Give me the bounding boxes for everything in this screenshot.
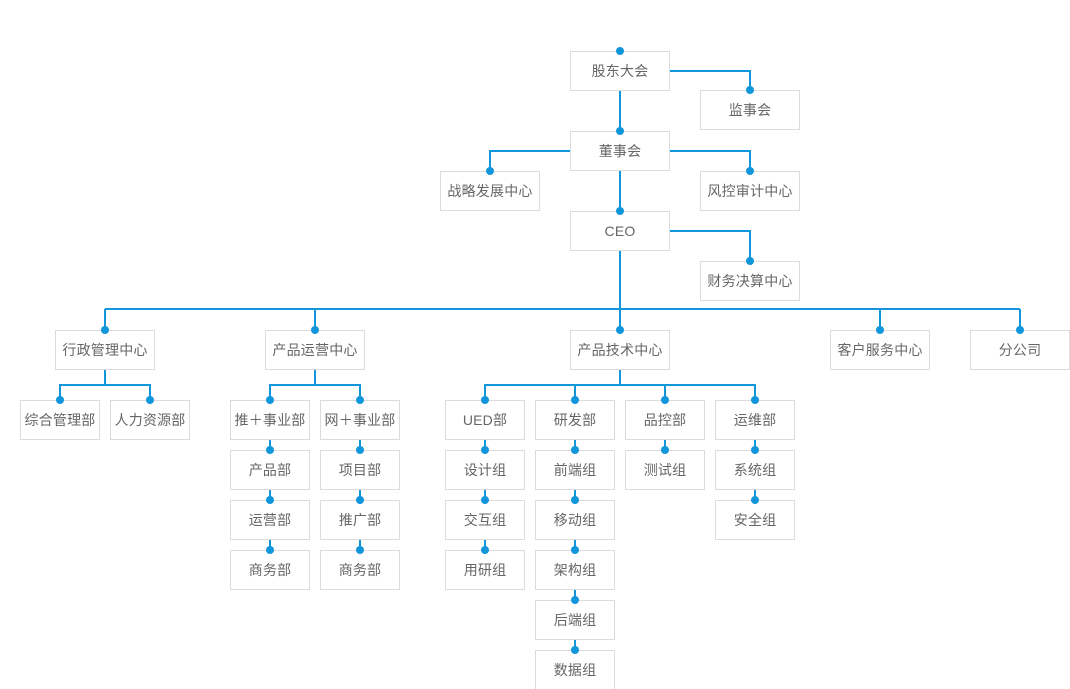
org-node-label: 财务决算中心 [707, 272, 793, 289]
org-node-r1[interactable]: 研发部 [535, 400, 615, 440]
edge-c3-to-q1 [620, 384, 666, 400]
org-node-c5[interactable]: 分公司 [970, 330, 1070, 370]
org-node-r3[interactable]: 移动组 [535, 500, 615, 540]
org-node-u4[interactable]: 用研组 [445, 550, 525, 590]
org-node-r6[interactable]: 数据组 [535, 650, 615, 689]
org-node-o1[interactable]: 运维部 [715, 400, 795, 440]
org-node-label: UED部 [462, 411, 508, 428]
org-node-label: 推＋事业部 [234, 411, 306, 428]
org-node-label: 后端组 [553, 611, 597, 628]
org-node-label: 监事会 [728, 101, 772, 118]
org-node-u2[interactable]: 设计组 [445, 450, 525, 490]
org-node-o3[interactable]: 安全组 [715, 500, 795, 540]
org-node-label: 用研组 [463, 561, 507, 578]
org-node-label: 综合管理部 [24, 411, 96, 428]
org-node-label: 产品运营中心 [272, 341, 358, 358]
org-node-label: 网＋事业部 [324, 411, 396, 428]
org-node-label: 项目部 [338, 461, 382, 478]
org-node-label: CEO [604, 222, 636, 239]
org-node-label: 产品技术中心 [577, 341, 663, 358]
org-node-label: 产品部 [248, 461, 292, 478]
org-node-label: 移动组 [553, 511, 597, 528]
org-node-label: 设计组 [463, 461, 507, 478]
org-node-b1[interactable]: 推＋事业部 [230, 400, 310, 440]
org-node-label: 测试组 [643, 461, 687, 478]
org-node-c2[interactable]: 产品运营中心 [265, 330, 365, 370]
org-node-label: 战略发展中心 [447, 182, 533, 199]
org-node-n3[interactable]: 董事会 [570, 131, 670, 171]
org-node-label: 推广部 [338, 511, 382, 528]
org-node-a2[interactable]: 人力资源部 [110, 400, 190, 440]
org-node-label: 商务部 [338, 561, 382, 578]
edge-c3-to-r1 [574, 384, 620, 400]
org-node-c1[interactable]: 行政管理中心 [55, 330, 155, 370]
edge-c1-to-a2 [105, 384, 151, 400]
org-node-q2[interactable]: 测试组 [625, 450, 705, 490]
org-node-u1[interactable]: UED部 [445, 400, 525, 440]
edge-c2-to-b5 [315, 384, 361, 400]
org-node-b4[interactable]: 商务部 [230, 550, 310, 590]
org-node-r4[interactable]: 架构组 [535, 550, 615, 590]
org-node-b8[interactable]: 商务部 [320, 550, 400, 590]
org-node-label: 品控部 [643, 411, 687, 428]
org-node-r2[interactable]: 前端组 [535, 450, 615, 490]
org-node-label: 运营部 [248, 511, 292, 528]
org-node-n7[interactable]: 财务决算中心 [700, 261, 800, 301]
org-node-n4[interactable]: 战略发展中心 [440, 171, 540, 211]
edge-n6-to-n7 [670, 230, 751, 261]
edge-c2-to-b1 [269, 370, 316, 400]
org-node-label: 架构组 [553, 561, 597, 578]
org-node-label: 系统组 [733, 461, 777, 478]
org-node-label: 股东大会 [591, 62, 649, 79]
org-node-label: 分公司 [998, 341, 1042, 358]
org-node-label: 商务部 [248, 561, 292, 578]
org-node-n2[interactable]: 监事会 [700, 90, 800, 130]
org-node-r5[interactable]: 后端组 [535, 600, 615, 640]
org-node-label: 交互组 [463, 511, 507, 528]
org-node-a1[interactable]: 综合管理部 [20, 400, 100, 440]
org-node-b7[interactable]: 推广部 [320, 500, 400, 540]
org-node-c4[interactable]: 客户服务中心 [830, 330, 930, 370]
org-node-q1[interactable]: 品控部 [625, 400, 705, 440]
edge-n3-to-n4 [489, 150, 570, 171]
org-node-b2[interactable]: 产品部 [230, 450, 310, 490]
org-node-b5[interactable]: 网＋事业部 [320, 400, 400, 440]
org-node-label: 前端组 [553, 461, 597, 478]
org-node-label: 风控审计中心 [707, 182, 793, 199]
org-node-u3[interactable]: 交互组 [445, 500, 525, 540]
org-node-label: 研发部 [553, 411, 597, 428]
edge-n3-to-n5 [670, 150, 751, 171]
org-node-n1[interactable]: 股东大会 [570, 51, 670, 91]
edge-n1-to-n2 [670, 70, 751, 90]
org-node-label: 数据组 [553, 661, 597, 678]
org-node-n6[interactable]: CEO [570, 211, 670, 251]
org-node-label: 运维部 [733, 411, 777, 428]
org-node-label: 董事会 [598, 142, 642, 159]
org-node-c3[interactable]: 产品技术中心 [570, 330, 670, 370]
org-node-label: 安全组 [733, 511, 777, 528]
edge-c3-to-o1 [620, 384, 756, 400]
edge-c1-to-a1 [59, 370, 106, 400]
org-node-n5[interactable]: 风控审计中心 [700, 171, 800, 211]
org-node-label: 人力资源部 [114, 411, 186, 428]
org-node-o2[interactable]: 系统组 [715, 450, 795, 490]
edge-c3-to-u1 [484, 370, 621, 400]
org-node-b3[interactable]: 运营部 [230, 500, 310, 540]
org-node-label: 行政管理中心 [62, 341, 148, 358]
org-node-b6[interactable]: 项目部 [320, 450, 400, 490]
org-node-label: 客户服务中心 [837, 341, 923, 358]
